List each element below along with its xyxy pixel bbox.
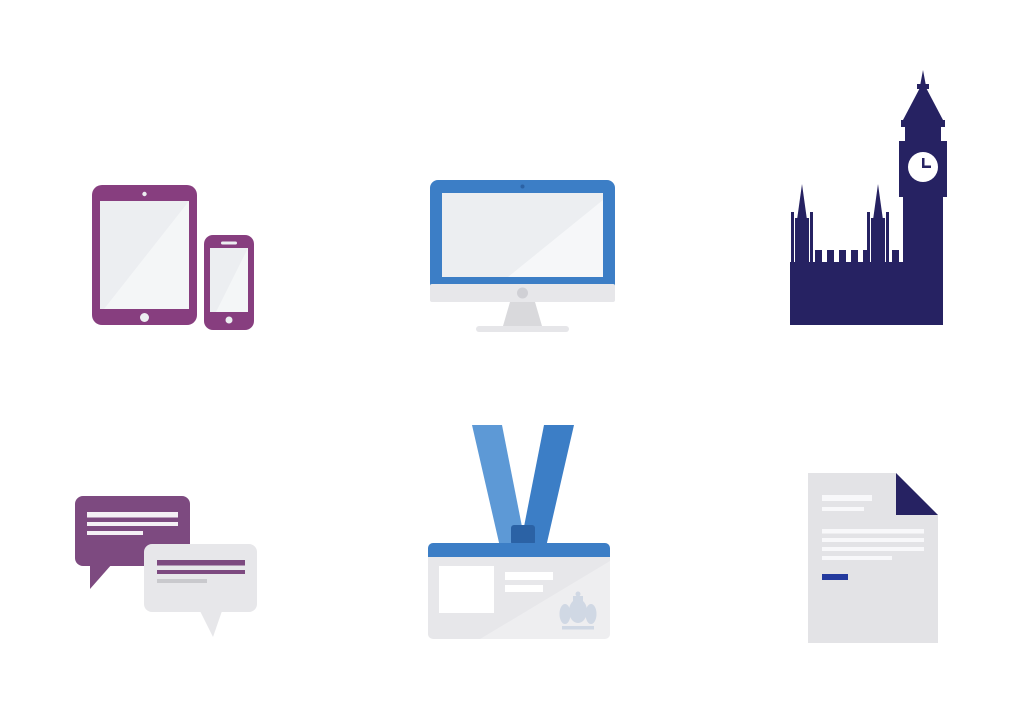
badge-header-stripe <box>428 543 610 557</box>
bubble-purple-tail <box>90 564 112 589</box>
bubble-gray-tail <box>200 611 222 637</box>
desktop-monitor-icon <box>430 180 615 335</box>
document-svg <box>808 473 938 643</box>
tablet-home-button <box>140 313 149 322</box>
bubble-gray-text-lines <box>157 560 245 583</box>
phone-home-button <box>225 316 233 324</box>
monitor-stand-neck <box>503 302 542 326</box>
big-ben-parliament-icon <box>790 70 955 325</box>
turret-middle-pinnacle-2 <box>886 212 889 267</box>
clock-hand-minute <box>922 158 925 168</box>
tablet-camera-dot <box>142 191 147 197</box>
phone-screen-highlight <box>216 248 248 312</box>
phone-speaker <box>221 241 237 245</box>
tablet-screen <box>100 201 189 309</box>
turret-left-pinnacle <box>791 212 794 267</box>
badge-text-lines <box>505 572 553 592</box>
badge-crest <box>559 591 597 630</box>
document-text-lines <box>822 495 924 560</box>
monitor-stand-base <box>476 326 569 332</box>
lanyard-clasp <box>511 525 535 545</box>
turret-left-spike <box>797 184 807 220</box>
speech-bubbles-icon <box>72 490 257 640</box>
clock-hand-hour <box>923 165 931 168</box>
tablet-screen-highlight <box>104 201 189 309</box>
phone-screen <box>210 248 248 312</box>
bubble-gray <box>144 544 257 612</box>
parliament-building <box>790 184 903 325</box>
desktop-monitor-svg <box>430 180 615 332</box>
badge-photo <box>439 566 494 613</box>
turret-left-pinnacle-2 <box>810 212 813 267</box>
lanyard-left-strap <box>472 425 526 547</box>
bubble-purple-text-lines <box>87 512 178 535</box>
turret-middle-pinnacle <box>867 212 870 267</box>
monitor-logo <box>517 287 528 299</box>
tablet-and-phone-icon <box>92 180 262 330</box>
monitor-screen-highlight <box>508 200 603 277</box>
document-fold-corner <box>896 473 938 515</box>
tablet-and-phone-svg <box>92 185 254 330</box>
clock-tower-cornice <box>901 120 945 127</box>
id-badge-lanyard-svg <box>428 425 610 639</box>
turret-middle-spike <box>873 184 883 220</box>
big-ben-parliament-svg <box>790 70 947 325</box>
monitor-camera-dot <box>520 184 525 189</box>
clock-tower-belfry <box>905 127 941 141</box>
clock-tower <box>899 70 947 325</box>
speech-bubbles-svg <box>75 496 257 637</box>
lanyard-right-strap <box>520 425 574 547</box>
clock-tower-spire <box>920 70 926 86</box>
id-badge-lanyard-icon <box>428 425 618 640</box>
document-link-line <box>822 574 848 580</box>
clock-tower-roof <box>903 82 943 120</box>
badge-highlight <box>480 561 610 639</box>
wall-crenellation <box>815 250 899 264</box>
document-icon <box>808 473 938 643</box>
parliament-wall <box>790 262 903 325</box>
clock-tower-shaft <box>903 197 943 325</box>
